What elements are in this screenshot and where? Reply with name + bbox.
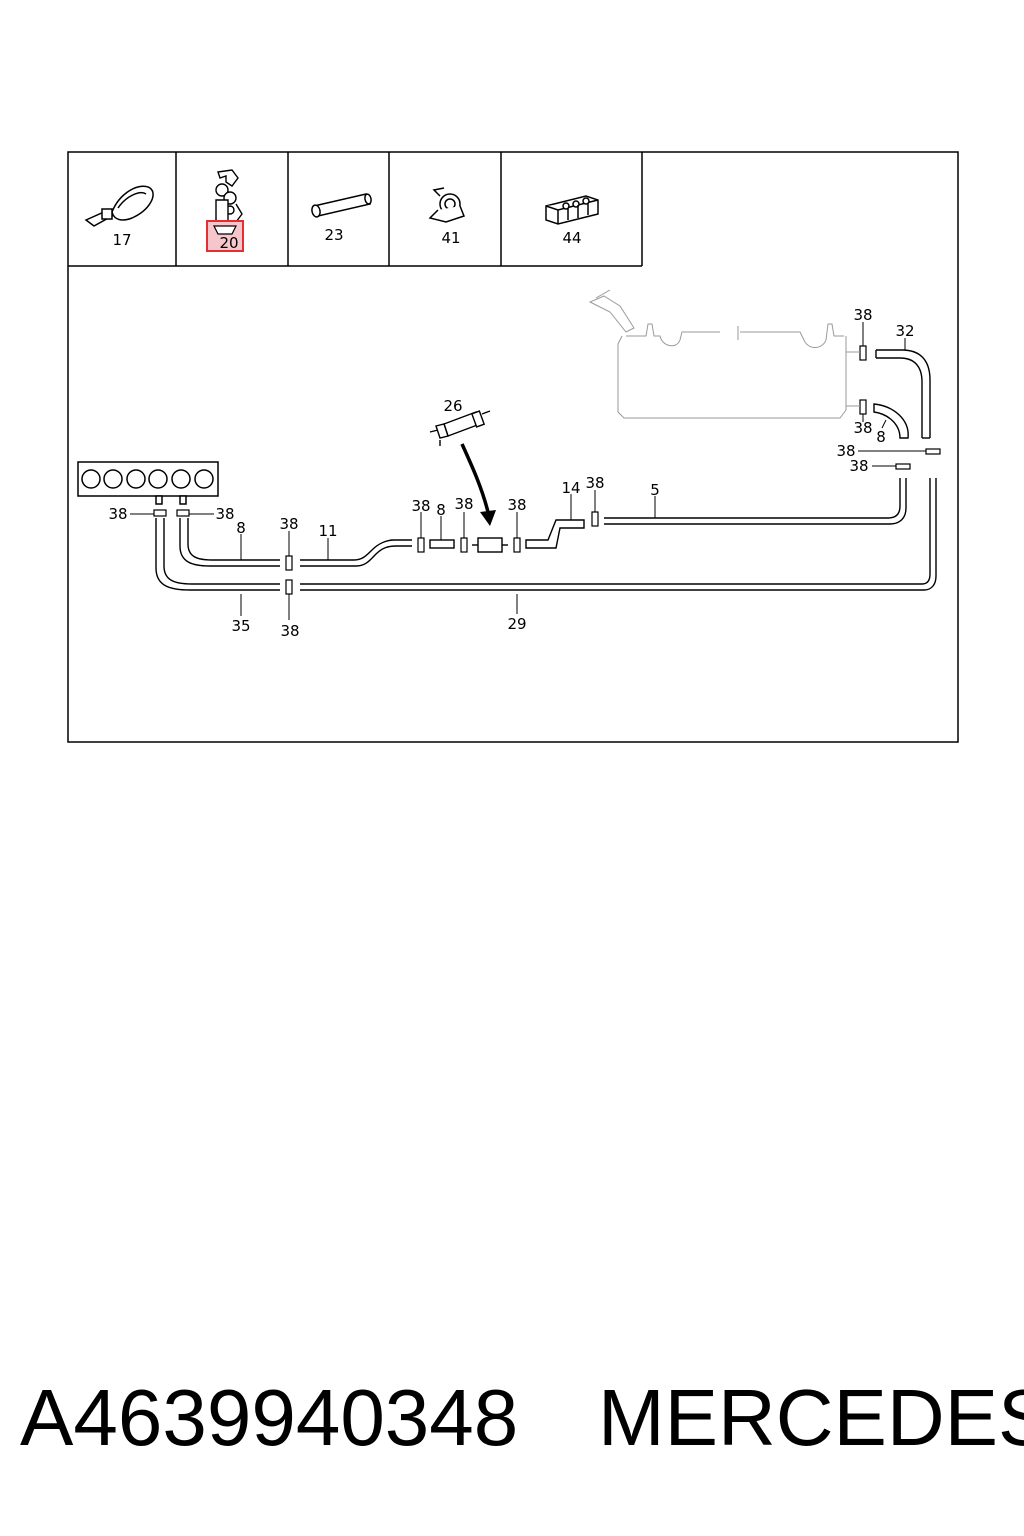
- hose-sleeve-icon: [311, 193, 372, 218]
- parts-diagram: 17 20 23 41: [67, 151, 959, 743]
- diagram-frame: [67, 151, 959, 743]
- callout-14[interactable]: 14: [561, 479, 580, 497]
- callout-8-tank[interactable]: 8: [876, 428, 886, 446]
- thumbnail-41[interactable]: 41: [428, 187, 465, 247]
- thumbnail-strip: [68, 152, 643, 267]
- callout-38-inj-left[interactable]: 38: [108, 505, 127, 523]
- callout-38-inj-right[interactable]: 38: [215, 505, 234, 523]
- thumbnail-label: 44: [562, 229, 581, 247]
- thumbnail-17[interactable]: 17: [84, 185, 154, 249]
- callout-38-right-b[interactable]: 38: [849, 457, 868, 475]
- p-clamp-icon: [428, 187, 465, 223]
- fuel-tank-outline: [588, 289, 847, 419]
- filter-in-line: [477, 537, 503, 553]
- cable-tie-icon: [84, 185, 154, 227]
- thumbnail-label: 17: [112, 231, 131, 249]
- callout-8-left[interactable]: 8: [236, 519, 246, 537]
- clip-foot-shape: [213, 225, 237, 235]
- thumbnail-44[interactable]: 44: [545, 195, 599, 247]
- callout-38-m1[interactable]: 38: [411, 497, 430, 515]
- callout-35[interactable]: 35: [231, 617, 250, 635]
- fuel-lines: [155, 349, 937, 591]
- callout-11[interactable]: 11: [318, 522, 337, 540]
- footer: A4639940348 MERCEDES: [0, 1368, 1024, 1468]
- callout-8-mid[interactable]: 8: [436, 501, 446, 519]
- thumbnail-20[interactable]: 20: [206, 169, 244, 252]
- callout-29[interactable]: 29: [507, 615, 526, 633]
- leader-lines: [130, 322, 926, 620]
- fuel-filter-26[interactable]: [429, 410, 508, 553]
- callout-labels: 26 38 32 38 8 38 38 38 38 8 38 11 38 8 3…: [108, 306, 914, 640]
- line-clip-icon: [215, 169, 243, 223]
- brand-name: MERCEDES: [598, 1373, 1024, 1462]
- callout-38-bottom[interactable]: 38: [280, 622, 299, 640]
- tank-nipples: [846, 351, 860, 407]
- callout-26[interactable]: 26: [443, 397, 462, 415]
- arrow: [460, 443, 490, 513]
- thumbnail-label: 23: [324, 226, 343, 244]
- multi-line-holder-icon: [545, 195, 599, 225]
- callout-5[interactable]: 5: [650, 481, 660, 499]
- hose-clamps: [153, 345, 941, 595]
- thumbnail-label: 41: [441, 229, 460, 247]
- callout-32[interactable]: 32: [895, 322, 914, 340]
- callout-38-tank-mid[interactable]: 38: [853, 419, 872, 437]
- part-number: A4639940348: [20, 1373, 519, 1462]
- injector-rail: [77, 461, 219, 505]
- callout-38-m4[interactable]: 38: [585, 474, 604, 492]
- callout-38-m2[interactable]: 38: [454, 495, 473, 513]
- callout-38-c1[interactable]: 38: [279, 515, 298, 533]
- callout-38-tank-top[interactable]: 38: [853, 306, 872, 324]
- thumbnail-23[interactable]: 23: [311, 193, 372, 244]
- callout-38-m3[interactable]: 38: [507, 496, 526, 514]
- arrow-head: [480, 510, 496, 526]
- thumbnail-label: 20: [219, 234, 238, 252]
- callout-38-right-a[interactable]: 38: [836, 442, 855, 460]
